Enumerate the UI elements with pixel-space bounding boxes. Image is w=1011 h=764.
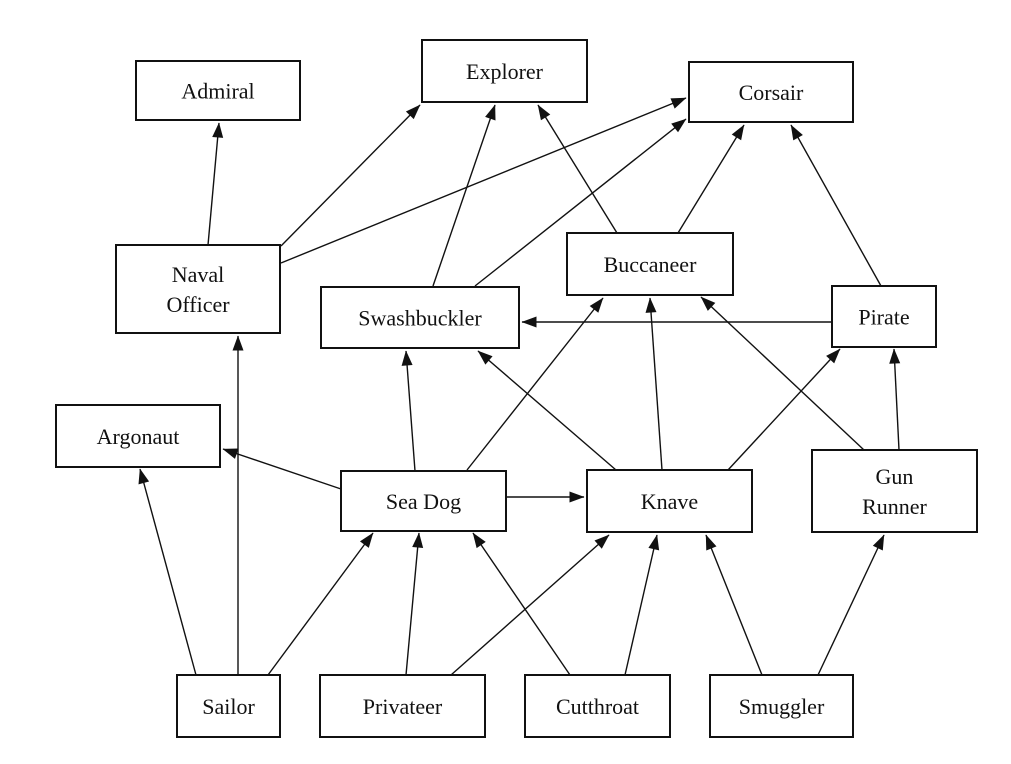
edge-sea-dog-to-swashbuckler — [401, 350, 416, 472]
node-label-explorer: Explorer — [466, 59, 544, 84]
edge-knave-to-swashbuckler — [477, 350, 617, 471]
node-label-knave: Knave — [641, 489, 698, 514]
node-box-privateer — [319, 674, 486, 738]
edge-knave-to-pirate — [727, 348, 841, 471]
node-label-smuggler: Smuggler — [739, 694, 825, 719]
node-label-argonaut: Argonaut — [97, 424, 180, 449]
node-box-admiral — [135, 60, 301, 121]
edge-pirate-to-corsair — [790, 124, 882, 287]
edge-buccaneer-to-corsair — [677, 124, 745, 234]
node-label-admiral: Admiral — [181, 79, 254, 104]
edge-smuggler-to-knave — [705, 534, 763, 676]
edge-sailor-to-argonaut — [138, 468, 197, 676]
node-explorer: Explorer — [421, 39, 588, 103]
edge-naval-officer-to-admiral — [207, 122, 224, 246]
edge-knave-to-buccaneer — [645, 297, 663, 471]
node-label-buccaneer: Buccaneer — [604, 252, 697, 277]
edge-privateer-to-knave — [450, 534, 610, 676]
node-pirate: Pirate — [831, 285, 937, 348]
node-label-privateer: Privateer — [363, 694, 443, 719]
node-sailor: Sailor — [176, 674, 281, 738]
node-box-buccaneer — [566, 232, 734, 296]
node-admiral: Admiral — [135, 60, 301, 121]
node-label-cutthroat: Cutthroat — [556, 694, 639, 719]
node-box-gun-runner — [811, 449, 978, 533]
node-sea-dog: Sea Dog — [340, 470, 507, 532]
node-label-swashbuckler: Swashbuckler — [358, 306, 482, 331]
node-box-corsair — [688, 61, 854, 123]
node-label-sea-dog: Sea Dog — [386, 489, 461, 514]
node-label-sailor: Sailor — [202, 694, 255, 719]
edge-privateer-to-sea-dog — [405, 532, 424, 676]
edge-gun-runner-to-pirate — [889, 348, 901, 451]
node-label-corsair: Corsair — [739, 80, 804, 105]
node-box-naval-officer — [115, 244, 281, 334]
edge-buccaneer-to-explorer — [537, 104, 618, 234]
node-argonaut: Argonaut — [55, 404, 221, 468]
edge-cutthroat-to-sea-dog — [472, 532, 571, 676]
edge-gun-runner-to-buccaneer — [700, 296, 865, 451]
node-box-cutthroat — [524, 674, 671, 738]
node-smuggler: Smuggler — [709, 674, 854, 738]
node-box-swashbuckler — [320, 286, 520, 349]
node-box-knave — [586, 469, 753, 533]
node-box-sailor — [176, 674, 281, 738]
node-box-argonaut — [55, 404, 221, 468]
node-box-sea-dog — [340, 470, 507, 532]
edge-swashbuckler-to-corsair — [474, 118, 687, 287]
edge-sailor-to-sea-dog — [267, 532, 374, 676]
edges-layer — [138, 97, 901, 676]
edge-sea-dog-to-argonaut — [222, 448, 342, 490]
node-swashbuckler: Swashbuckler — [320, 286, 520, 349]
node-buccaneer: Buccaneer — [566, 232, 734, 296]
edge-smuggler-to-gun-runner — [817, 534, 885, 676]
edge-swashbuckler-to-explorer — [432, 104, 496, 287]
edge-naval-officer-to-corsair — [280, 97, 687, 264]
edge-sea-dog-to-buccaneer — [466, 297, 604, 471]
node-knave: Knave — [586, 469, 753, 533]
edge-naval-officer-to-explorer — [280, 104, 421, 247]
node-cutthroat: Cutthroat — [524, 674, 671, 738]
node-corsair: Corsair — [688, 61, 854, 123]
node-box-pirate — [831, 285, 937, 348]
edge-cutthroat-to-knave — [624, 534, 660, 676]
node-box-smuggler — [709, 674, 854, 738]
node-box-explorer — [421, 39, 588, 103]
node-privateer: Privateer — [319, 674, 486, 738]
node-label-pirate: Pirate — [858, 305, 909, 330]
